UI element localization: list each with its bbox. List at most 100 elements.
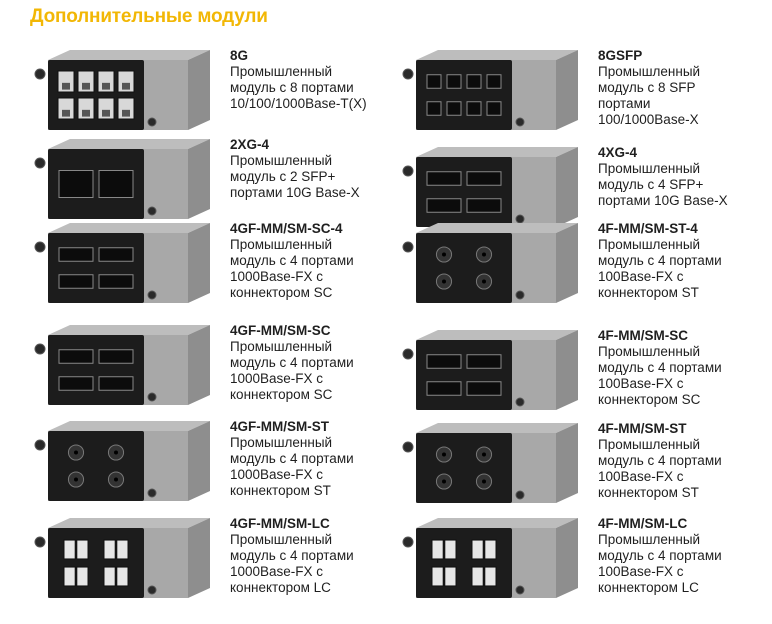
sfp-port-icon	[426, 198, 462, 213]
thumbscrew-icon	[147, 585, 157, 595]
module-description: Промышленный модуль с 8 портами 10/100/1…	[230, 64, 367, 111]
module-description: Промышленный модуль с 2 SFP+ портами 10G…	[230, 153, 360, 200]
faceplate	[416, 340, 512, 410]
module-4gf-mm-sm-st-illustration	[34, 421, 210, 501]
module-description: Промышленный модуль с 4 портами 100Base-…	[598, 237, 722, 300]
lc-port-icon	[484, 566, 497, 587]
page-title: Дополнительные модули	[30, 6, 268, 27]
module-card-4xg-4: 4XG-4 Промышленный модуль с 4 SFP+ порта…	[398, 145, 758, 241]
chassis-side	[188, 139, 210, 219]
module-2xg-4-illustration	[34, 139, 210, 219]
thumbscrew-icon	[515, 397, 525, 407]
chassis-side	[556, 223, 578, 303]
st-port-core	[74, 477, 78, 482]
module-description: Промышленный модуль с 4 портами 100Base-…	[598, 437, 722, 500]
lc-port-icon	[63, 566, 76, 587]
thumbscrew-icon	[34, 536, 46, 548]
st-port-core	[442, 479, 446, 484]
lc-port-icon	[103, 566, 116, 587]
sc-port-icon	[426, 354, 462, 369]
module-image-8g	[30, 48, 215, 138]
module-4gf-mm-sm-lc-illustration	[34, 518, 210, 598]
module-4xg-4-illustration	[402, 147, 578, 227]
module-4gf-mm-sm-sc-4-illustration	[34, 223, 210, 303]
thumbscrew-icon	[34, 241, 46, 253]
chassis-top	[48, 421, 210, 431]
thumbscrew-icon	[147, 290, 157, 300]
thumbscrew-icon	[147, 206, 157, 216]
lc-port-icon	[471, 566, 484, 587]
module-description: Промышленный модуль с 4 портами 1000Base…	[230, 237, 354, 300]
faceplate	[416, 433, 512, 503]
sfp-port-icon	[466, 171, 502, 186]
lc-port-icon	[471, 539, 484, 560]
sfp-port-icon	[446, 74, 462, 89]
rj45-latch	[62, 109, 70, 117]
module-card-4f-mm-sm-st-4: 4F-MM/SM-ST-4 Промышленный модуль с 4 по…	[398, 221, 758, 317]
module-code: 4F-MM/SM-SC	[598, 328, 688, 343]
lc-port-icon	[444, 539, 457, 560]
module-card-8gsfp: 8GSFP Промышленный модуль с 8 SFP портам…	[398, 48, 758, 144]
module-image-4gf-mm-sm-sc	[30, 323, 215, 413]
module-code: 4F-MM/SM-LC	[598, 516, 688, 531]
thumbscrew-icon	[34, 68, 46, 80]
thumbscrew-icon	[515, 490, 525, 500]
module-image-4f-mm-sm-lc	[398, 516, 583, 606]
module-4f-mm-sm-sc-illustration	[402, 330, 578, 410]
lc-port-icon	[116, 566, 129, 587]
module-code: 4F-MM/SM-ST	[598, 421, 687, 436]
thumbscrew-icon	[515, 585, 525, 595]
st-port-core	[114, 477, 118, 482]
chassis-top	[416, 330, 578, 340]
module-image-8gsfp	[398, 48, 583, 138]
chassis-side	[556, 518, 578, 598]
chassis-side	[188, 223, 210, 303]
module-8g-illustration	[34, 50, 210, 130]
module-card-4f-mm-sm-lc: 4F-MM/SM-LC Промышленный модуль с 4 порт…	[398, 516, 758, 612]
rj45-latch	[122, 109, 130, 117]
module-description: Промышленный модуль с 4 портами 1000Base…	[230, 532, 354, 595]
module-description: Промышленный модуль с 4 портами 1000Base…	[230, 435, 354, 498]
thumbscrew-icon	[402, 68, 414, 80]
chassis-top	[48, 223, 210, 233]
rj45-latch	[122, 82, 130, 90]
module-card-2xg-4: 2XG-4 Промышленный модуль с 2 SFP+ порта…	[30, 137, 390, 233]
chassis-side	[556, 50, 578, 130]
module-image-4gf-mm-sm-sc-4	[30, 221, 215, 311]
rj45-latch	[102, 82, 110, 90]
faceplate	[416, 528, 512, 598]
st-port-core	[442, 252, 446, 257]
thumbscrew-icon	[34, 439, 46, 451]
thumbscrew-icon	[402, 536, 414, 548]
sfp-port-icon	[98, 170, 134, 198]
sfp-port-icon	[58, 170, 94, 198]
lc-port-icon	[116, 539, 129, 560]
lc-port-icon	[484, 539, 497, 560]
module-image-2xg-4	[30, 137, 215, 227]
module-description: Промышленный модуль с 4 портами 1000Base…	[230, 339, 354, 402]
chassis-top	[416, 50, 578, 60]
thumbscrew-icon	[402, 165, 414, 177]
faceplate	[48, 431, 144, 501]
module-4f-mm-sm-st-illustration	[402, 423, 578, 503]
lc-port-icon	[431, 539, 444, 560]
sfp-port-icon	[466, 198, 502, 213]
module-image-4f-mm-sm-sc	[398, 328, 583, 418]
st-port-core	[74, 450, 78, 455]
thumbscrew-icon	[515, 117, 525, 127]
module-8gsfp-illustration	[402, 50, 578, 130]
sc-port-icon	[58, 247, 94, 262]
module-description: Промышленный модуль с 4 портами 100Base-…	[598, 344, 722, 407]
faceplate	[48, 528, 144, 598]
faceplate	[48, 335, 144, 405]
faceplate	[48, 149, 144, 219]
module-code: 2XG-4	[230, 137, 270, 152]
module-code: 4F-MM/SM-ST-4	[598, 221, 698, 236]
sc-port-icon	[426, 381, 462, 396]
sc-port-icon	[466, 381, 502, 396]
st-port-core	[442, 279, 446, 284]
sc-port-icon	[58, 274, 94, 289]
st-port-core	[482, 452, 486, 457]
module-code: 4GF-MM/SM-LC	[230, 516, 330, 531]
sfp-port-icon	[426, 74, 442, 89]
